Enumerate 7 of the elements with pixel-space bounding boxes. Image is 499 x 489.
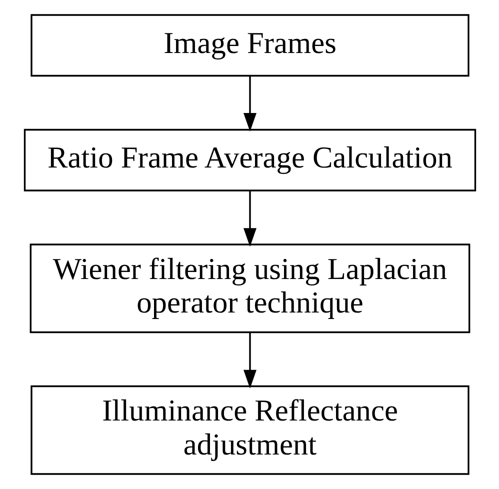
node-box: Ratio Frame Average Calculation	[23, 128, 476, 192]
node-box: Image Frames	[30, 14, 469, 77]
node-box: Illuminance Reflectance adjustment	[30, 385, 469, 475]
arrow	[243, 332, 256, 388]
arrow	[243, 76, 256, 132]
node-box: Wiener filtering using Laplacian operator technique	[29, 244, 470, 334]
arrow	[243, 190, 256, 247]
